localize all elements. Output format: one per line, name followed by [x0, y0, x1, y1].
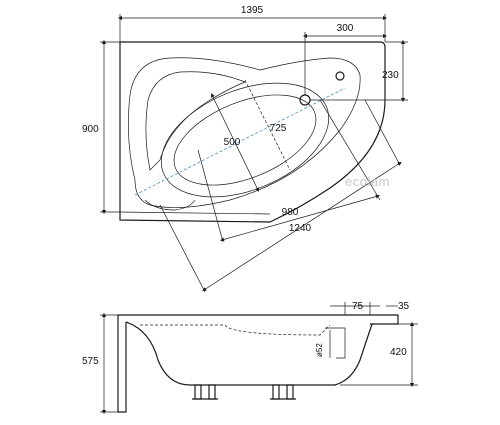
side-view: 575 75 35 420 ø52	[82, 301, 418, 415]
drain-hole	[299, 94, 311, 106]
seat-contour-outer	[128, 57, 361, 208]
dim-label-side-height: 575	[82, 356, 99, 367]
dim-label-diag-long: 1240	[289, 223, 312, 234]
drain-pipe	[325, 327, 346, 359]
headrest	[144, 199, 196, 211]
dim-label-diag-short: 980	[282, 207, 299, 218]
seat-contour-inner	[145, 71, 246, 171]
tub-outline-top	[119, 41, 386, 223]
apron-panel	[117, 315, 127, 413]
dim-label-depth: 420	[390, 347, 407, 358]
watermark: ecolam	[345, 174, 390, 189]
basin-inner-side	[140, 324, 331, 336]
overflow-hole	[335, 71, 345, 81]
rim-top	[118, 314, 399, 325]
dim-label-inner-width: 500	[224, 137, 241, 148]
dim-label-drain: ø52	[315, 343, 324, 357]
tub-body-side	[125, 321, 373, 386]
dim-label-rim: 75	[352, 301, 364, 312]
leg-right-2	[286, 384, 294, 400]
leg-left-1	[194, 384, 202, 400]
dim-line-diag-long	[202, 161, 402, 292]
dim-label-height: 900	[82, 124, 99, 135]
leg-right-1	[272, 384, 280, 400]
tub-apron-line	[119, 211, 271, 215]
top-view: 1395 300 230 900 500 725 980 1240	[82, 5, 408, 293]
dim-label-rim-thickness: 35	[398, 301, 410, 312]
dim-label-outlet-offset: 300	[337, 23, 354, 34]
dim-line-inner-length	[244, 79, 291, 171]
dim-label-outlet-depth: 230	[382, 70, 399, 81]
dim-label-width: 1395	[241, 5, 264, 16]
dim-label-inner-length: 725	[270, 123, 287, 134]
leg-left-2	[208, 384, 216, 400]
